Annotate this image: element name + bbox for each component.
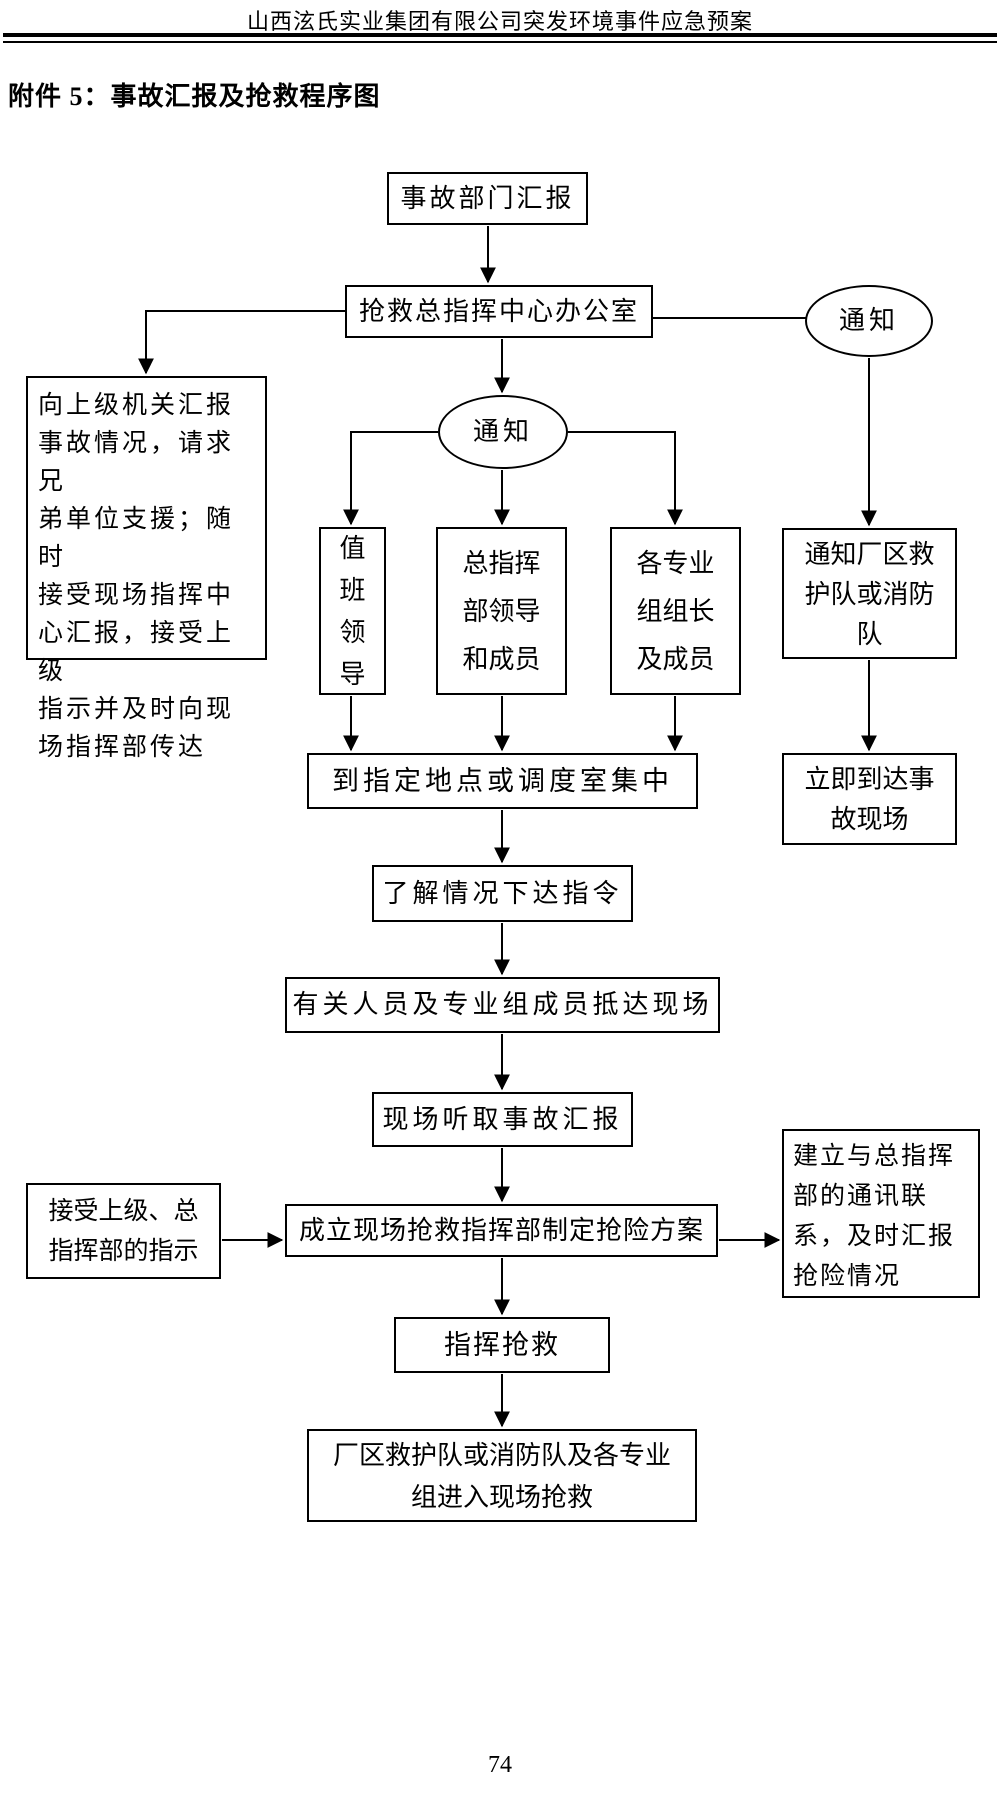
node-issue-orders-label: 了解情况下达指令	[382, 877, 623, 908]
node-arrive-scene-label: 立即到达事 故现场	[804, 764, 935, 834]
edge-notify-center-to-duty-leader	[343, 431, 438, 526]
node-establish-field-hq-label: 成立现场抢救指挥部制定抢险方案	[298, 1214, 704, 1245]
node-hq-leaders-label: 总指挥 部领导 和成员	[462, 548, 541, 674]
header-rule-thin	[3, 41, 997, 43]
node-notify-fire-team: 通知厂区救 护队或消防 队	[782, 528, 957, 659]
node-duty-leader: 值 班 领 导	[319, 527, 386, 695]
edge-notify-center-to-team-leaders	[568, 431, 683, 526]
node-teams-enter-scene: 厂区救护队或消防队及各专业 组进入现场抢救	[307, 1429, 697, 1522]
node-establish-comms-label: 建立与总指挥 部的通讯联 系，及时汇报 抢险情况	[793, 1142, 956, 1290]
node-report-superiors: 向上级机关汇报 事故情况，请求兄 弟单位支援；随时 接受现场指挥中 心汇报，接受…	[26, 376, 267, 761]
node-arrive-scene: 立即到达事 故现场	[782, 753, 957, 845]
node-listen-report: 现场听取事故汇报	[372, 1092, 633, 1147]
node-gather-point-label: 到指定地点或调度室集中	[332, 765, 673, 796]
node-team-leaders-label: 各专业 组组长 及成员	[636, 548, 715, 674]
node-report-superiors-label: 向上级机关汇报 事故情况，请求兄 弟单位支援；随时 接受现场指挥中 心汇报，接受…	[38, 391, 235, 761]
node-personnel-arrive: 有关人员及专业组成员抵达现场	[285, 977, 720, 1033]
header-rule-thick	[3, 33, 997, 37]
node-report-dept-label: 事故部门汇报	[400, 182, 575, 213]
node-command-rescue-label: 指挥抢救	[444, 1329, 560, 1360]
edge-command-office-to-report-superiors	[138, 310, 345, 375]
node-notify-right: 通知	[805, 285, 933, 357]
node-notify-fire-team-label: 通知厂区救 护队或消防 队	[804, 538, 935, 649]
node-gather-point: 到指定地点或调度室集中	[307, 753, 698, 809]
node-notify-center-label: 通知	[472, 416, 533, 447]
node-accept-instructions-label: 接受上级、总 指挥部的指示	[48, 1197, 199, 1265]
node-command-rescue: 指挥抢救	[394, 1317, 610, 1373]
node-establish-comms: 建立与总指挥 部的通讯联 系，及时汇报 抢险情况	[782, 1129, 980, 1298]
node-establish-field-hq: 成立现场抢救指挥部制定抢险方案	[285, 1204, 718, 1257]
node-teams-enter-scene-label: 厂区救护队或消防队及各专业 组进入现场抢救	[332, 1439, 671, 1512]
node-hq-leaders: 总指挥 部领导 和成员	[436, 527, 567, 695]
node-command-office-label: 抢救总指挥中心办公室	[358, 295, 639, 326]
node-notify-center: 通知	[438, 395, 568, 469]
document-header-title: 山西泫氏实业集团有限公司突发环境事件应急预案	[246, 9, 753, 34]
node-duty-leader-label: 值 班 领 导	[339, 533, 366, 689]
node-command-office: 抢救总指挥中心办公室	[345, 285, 653, 338]
node-team-leaders: 各专业 组组长 及成员	[610, 527, 741, 695]
node-notify-right-label: 通知	[838, 305, 899, 336]
node-issue-orders: 了解情况下达指令	[372, 865, 633, 922]
attachment-heading: 附件 5：事故汇报及抢救程序图	[8, 82, 381, 111]
node-personnel-arrive-label: 有关人员及专业组成员抵达现场	[292, 989, 713, 1020]
page-number: 74	[488, 1752, 512, 1778]
node-report-dept: 事故部门汇报	[387, 172, 588, 225]
node-accept-instructions: 接受上级、总 指挥部的指示	[26, 1183, 221, 1279]
node-listen-report-label: 现场听取事故汇报	[382, 1103, 623, 1134]
